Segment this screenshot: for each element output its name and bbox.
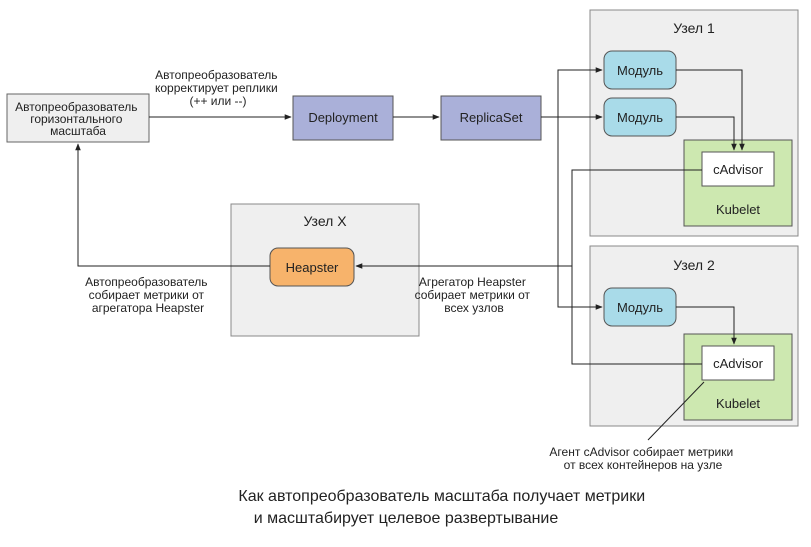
caption: Как автопреобразователь масштаба получае… (238, 488, 649, 527)
annotation-hpa-collects-line-3: агрегатора Heapster (92, 301, 204, 315)
cadvisor-1-box (701, 151, 775, 187)
edge-replicaset-pod-2 (557, 117, 603, 310)
cadvisor-1-label: cAdvisor (713, 162, 764, 177)
hpa-label-line-3: масштаба (50, 124, 106, 138)
replicaset-label: ReplicaSet (460, 110, 523, 125)
heapster-label: Heapster (286, 260, 339, 275)
node-2-title: Узел 2 (673, 257, 715, 273)
pod-1a-label: Модуль (617, 63, 663, 78)
annotation-hpa-collects-line-2: собирает метрики от (89, 288, 205, 302)
hpa-box (6, 93, 150, 143)
replicaset-box (440, 95, 542, 141)
edge-pod-1a-cadvisor-1 (676, 69, 745, 151)
edge-cadvisor-2-heapster (355, 263, 702, 365)
edge-cadvisor-1-heapster (571, 169, 702, 266)
heapster-box (269, 247, 355, 287)
deployment-box (292, 95, 394, 141)
annotation-heapster-aggregates-line-1: Агрегатор Heapster (419, 275, 526, 289)
hpa-label-line-1: Автопреобразователь (15, 100, 137, 114)
annotation-heapster-aggregates-line-3: всех узлов (444, 301, 504, 315)
annotation-adjusts-replicas-line-1: Автопреобразователь (155, 68, 277, 82)
pod-1b-label: Модуль (617, 110, 663, 125)
node-x-title: Узел X (303, 213, 347, 229)
edge-replicaset-pod-1a (557, 67, 603, 117)
annotation-cadvisor-collects-line-2: от всех контейнеров на узле (564, 458, 723, 472)
cadvisor-callout-line (647, 381, 705, 441)
annotation-cadvisor-collects-line-1: Агент cAdvisor собирает метрики (549, 445, 733, 459)
annotation-adjusts-replicas-line-2: корректирует реплики (155, 81, 278, 95)
node-1-title: Узел 1 (673, 20, 715, 36)
edge-pod-2-cadvisor-2 (676, 306, 737, 345)
annotation-adjusts-replicas-line-3: (++ или --) (189, 94, 246, 108)
cadvisor-2-label: cAdvisor (713, 356, 764, 371)
annotation-hpa-collects: Автопреобразователь собирает метрики от … (85, 275, 211, 315)
annotation-cadvisor-collects: Агент cAdvisor собирает метрики от всех … (549, 445, 736, 472)
kubelet-2-label: Kubelet (716, 396, 760, 411)
hpa-label-line-2: горизонтального (30, 112, 123, 126)
annotation-hpa-collects-line-1: Автопреобразователь (85, 275, 207, 289)
caption-line-2: и масштабирует целевое развертывание (254, 510, 559, 527)
edge-heapster-hpa (75, 143, 270, 267)
annotation-adjusts-replicas: Автопреобразователь корректирует реплики… (155, 68, 281, 108)
hpa-label: Автопреобразователь горизонтального масш… (15, 100, 141, 138)
annotation-heapster-aggregates-line-2: собирает метрики от (415, 288, 531, 302)
cadvisor-2-box (701, 345, 775, 381)
pod-2-label: Модуль (617, 300, 663, 315)
caption-line-1: Как автопреобразователь масштаба получае… (238, 488, 645, 505)
annotation-heapster-aggregates: Агрегатор Heapster собирает метрики от в… (415, 275, 534, 315)
edge-pod-1b-cadvisor-1 (676, 116, 737, 151)
kubelet-1-label: Kubelet (716, 202, 760, 217)
deployment-label: Deployment (308, 110, 378, 125)
